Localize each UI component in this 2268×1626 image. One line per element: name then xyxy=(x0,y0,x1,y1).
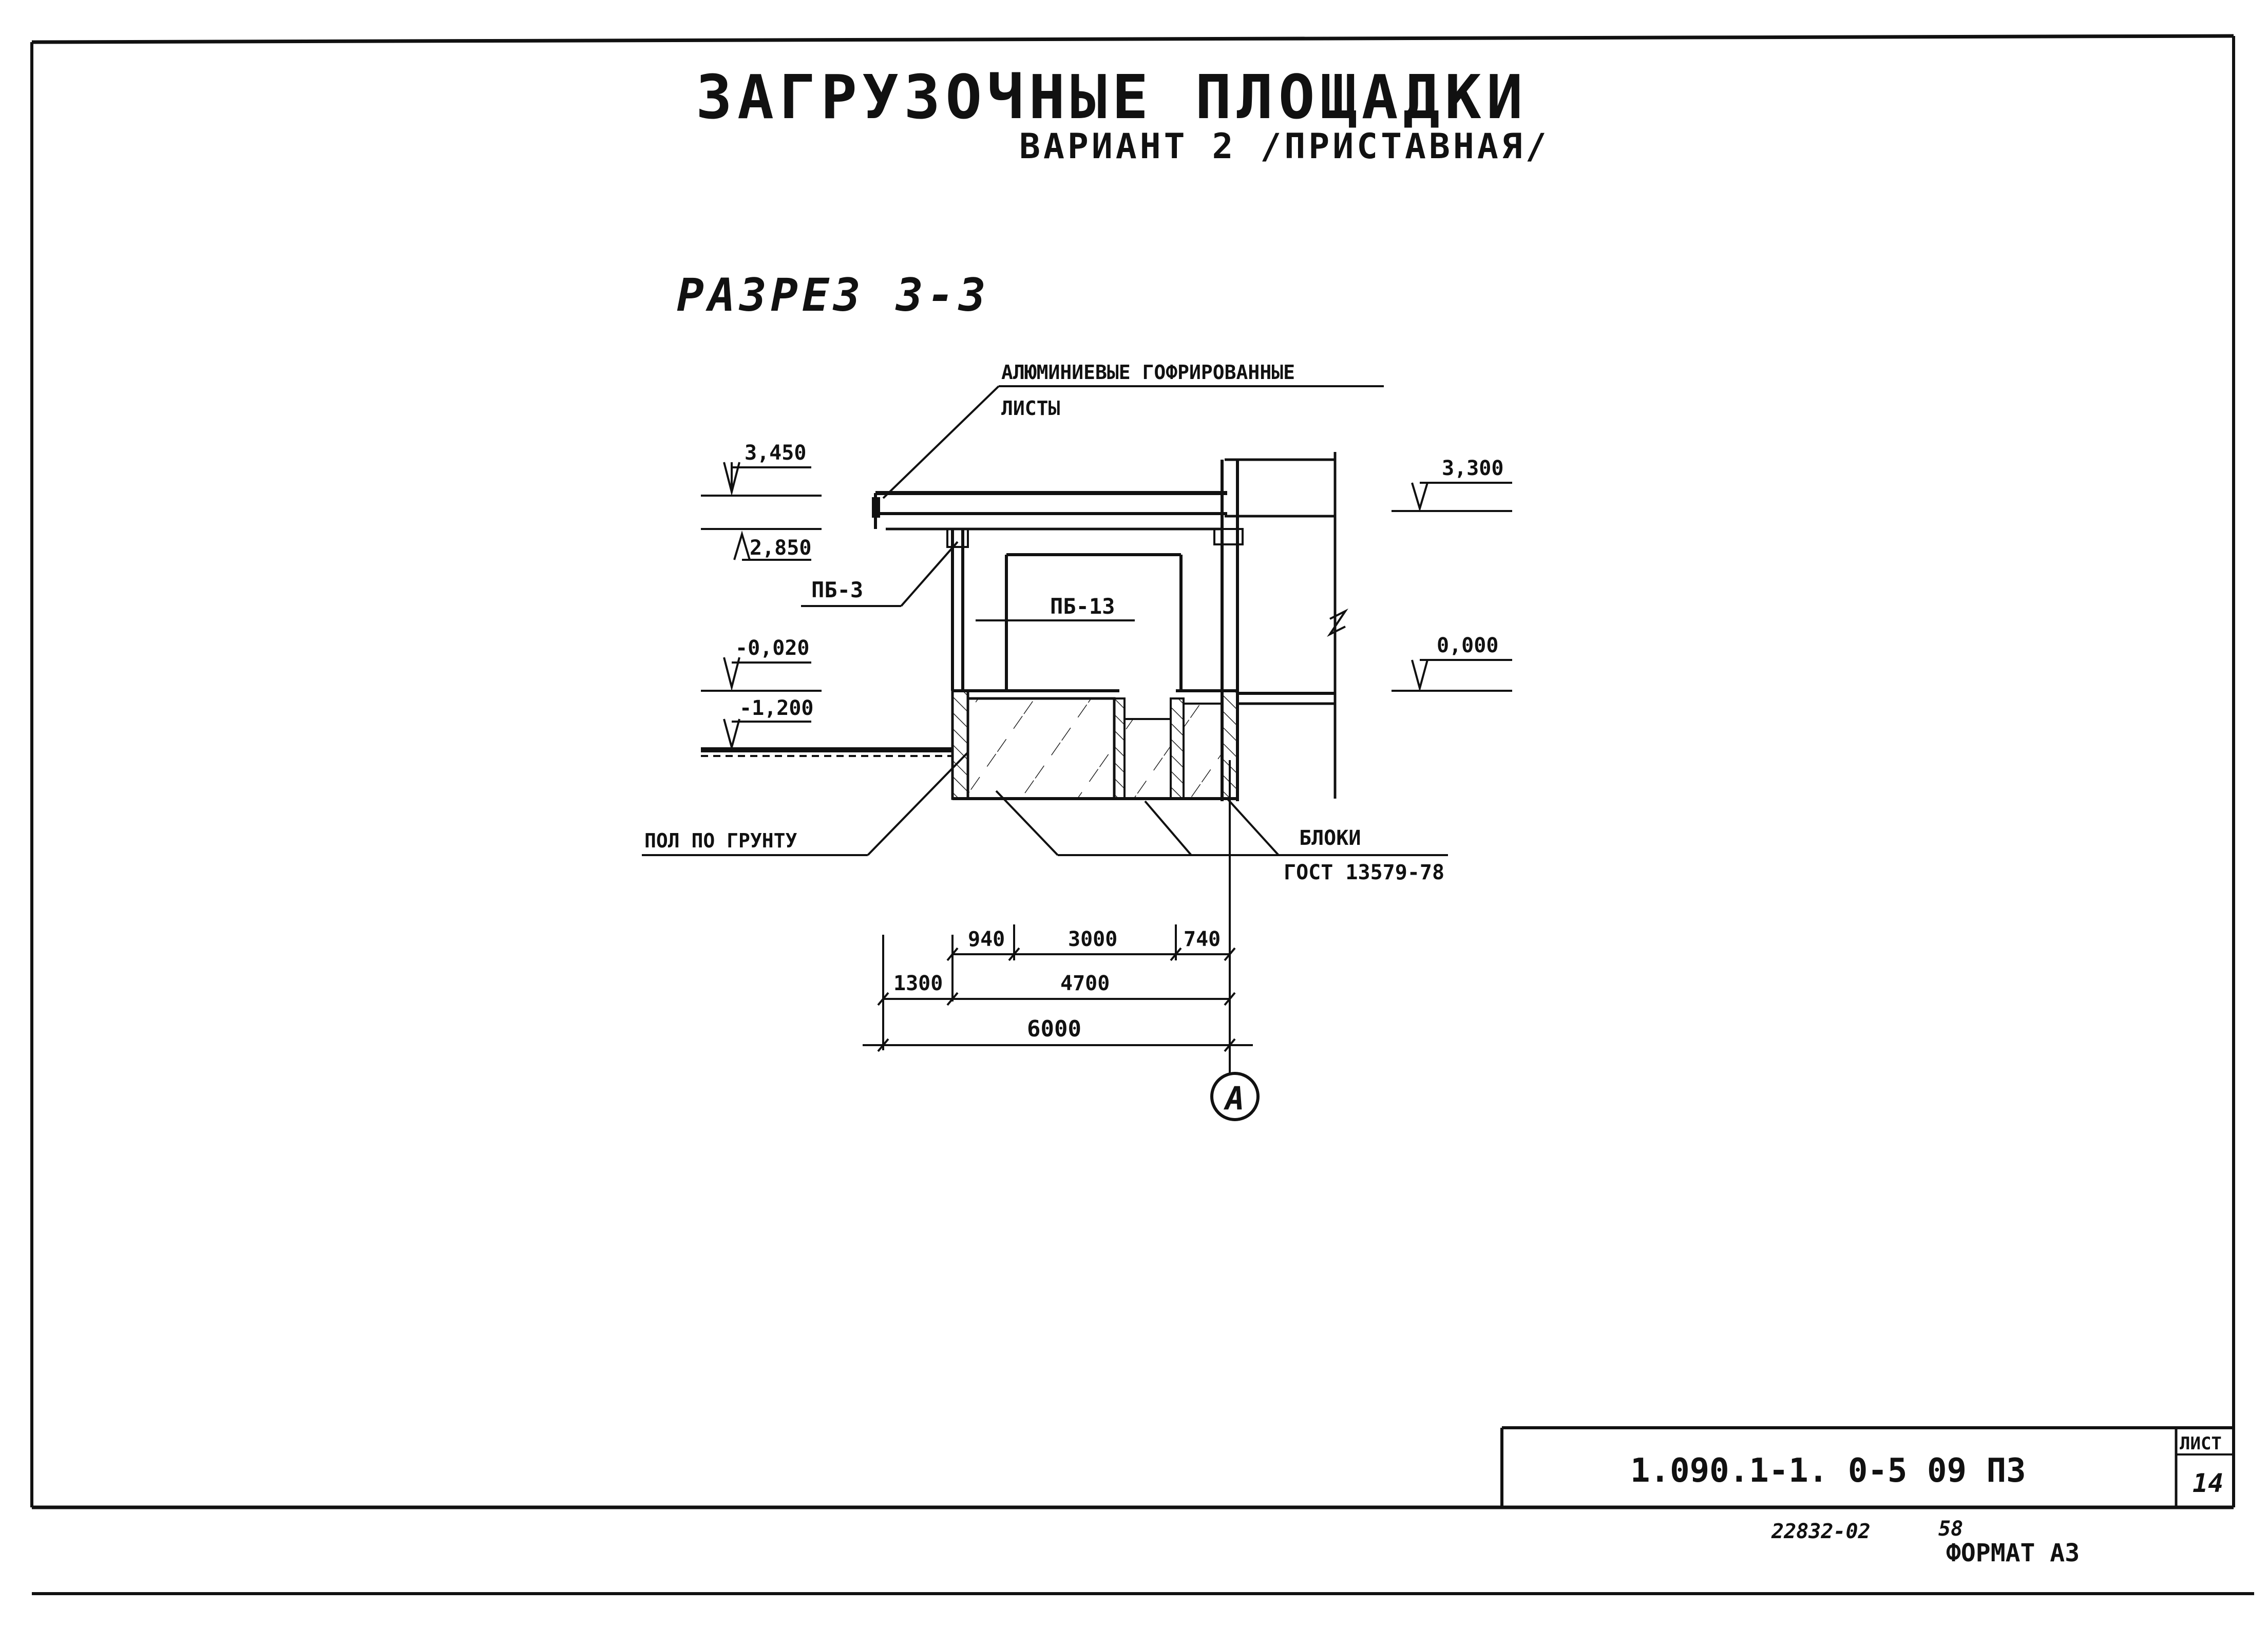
footer-inventory-suffix: 58 xyxy=(1938,1517,1963,1541)
level-left-mid: 2,850 xyxy=(750,536,811,560)
stamp-sheet-label: ЛИСТ xyxy=(2180,1433,2222,1454)
floor-label: ПОЛ ПО ГРУНТУ xyxy=(644,829,797,852)
level-marks-right xyxy=(1392,482,1512,692)
main-title: ЗАГРУЗОЧНЫЕ ПЛОЩАДКИ xyxy=(696,62,1528,133)
stamp-sheet-number: 14 xyxy=(2193,1468,2223,1498)
beam-pb13-label: ПБ-13 xyxy=(1050,594,1115,619)
section-structure xyxy=(701,452,1348,801)
level-right-top: 3,300 xyxy=(1442,457,1503,480)
dim-3000: 3000 xyxy=(1068,928,1117,951)
beam-pb3-label: ПБ-3 xyxy=(811,577,863,602)
roof-callout xyxy=(882,385,1384,499)
dim-6000: 6000 xyxy=(1027,1016,1081,1042)
bottom-callouts xyxy=(642,751,1448,856)
dim-940: 940 xyxy=(968,928,1005,951)
footer-inventory: 22832-02 xyxy=(1771,1520,1871,1543)
sheet-frame xyxy=(30,34,2254,1595)
roof-sheets-label-line1: АЛЮМИНИЕВЫЕ ГОФРИРОВАННЫЕ xyxy=(1001,361,1295,384)
variant-subtitle: ВАРИАНТ 2 /ПРИСТАВНАЯ/ xyxy=(1019,126,1550,167)
beam-callouts xyxy=(801,541,959,607)
dim-4700: 4700 xyxy=(1060,972,1110,995)
level-left-low2: -1,200 xyxy=(739,696,814,720)
level-left-top: 3,450 xyxy=(745,441,806,465)
level-marks-left xyxy=(701,462,822,751)
title-stamp xyxy=(1500,1426,2234,1507)
dimension-lines xyxy=(863,919,1253,1052)
stamp-code: 1.090.1-1. 0-5 09 ПЗ xyxy=(1630,1452,2026,1490)
axis-line-a xyxy=(1210,760,1260,1121)
level-left-low1: -0,020 xyxy=(735,636,810,660)
dim-1300: 1300 xyxy=(893,972,943,995)
level-right-low: 0,000 xyxy=(1437,634,1498,657)
section-title: РАЗРЕЗ 3-3 xyxy=(677,269,990,322)
block-label-line2: ГОСТ 13579-78 xyxy=(1284,861,1444,884)
dim-740: 740 xyxy=(1184,928,1221,951)
axis-label-a: А xyxy=(1223,1080,1244,1117)
title-block: ЗАГРУЗОЧНЫЕ ПЛОЩАДКИ ВАРИАНТ 2 /ПРИСТАВН… xyxy=(677,62,1550,322)
block-label-line1: БЛОКИ xyxy=(1299,826,1361,850)
roof-sheets-label-line2: ЛИСТЫ xyxy=(1001,397,1060,420)
footer-format: ФОРМАТ А3 xyxy=(1946,1539,2080,1567)
